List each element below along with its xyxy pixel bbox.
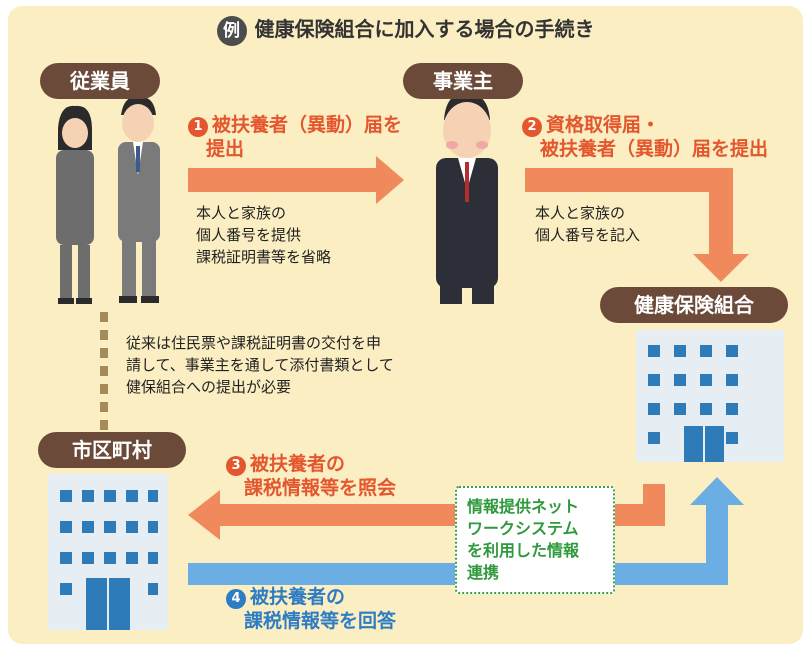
diagram-title: 例健康保険組合に加入する場合の手続き [0, 13, 811, 46]
arrow-step2 [525, 168, 749, 282]
step3-line2: 課税情報等を照会 [244, 477, 397, 499]
step1-number: 1 [188, 117, 208, 137]
legacy-note-line: 請して、事業主を通して添付書類として [126, 356, 394, 374]
arrow-step1 [188, 156, 404, 204]
employer-illustration [436, 93, 498, 304]
network-box-line: 情報提供ネット [467, 497, 580, 516]
step3-number: 3 [226, 456, 246, 476]
legacy-note: 従来は住民票や課税証明書の交付を申 請して、事業主を通して添付書類として 健保組… [126, 332, 466, 398]
insurer-label: 健康保険組合 [600, 287, 788, 323]
employee-note-line: 課税証明書等を省略 [196, 248, 332, 266]
employer-note-line: 個人番号を記入 [535, 226, 641, 244]
employer-label: 事業主 [403, 63, 523, 99]
employee-man-illustration [118, 96, 160, 303]
municipality-label: 市区町村 [38, 432, 186, 468]
step1-line2: 提出 [206, 138, 245, 160]
employee-woman-illustration [56, 105, 94, 304]
step4-number: 4 [226, 589, 246, 609]
legacy-note-line: 従来は住民票や課税証明書の交付を申 [126, 334, 382, 352]
employee-note-line: 本人と家族の [196, 204, 287, 222]
step2-line2: 被扶養者（異動）届を提出 [540, 138, 769, 160]
network-box-line: を利用した情報 [467, 541, 580, 560]
employer-note-line: 本人と家族の [535, 204, 626, 222]
insurer-building-icon [636, 330, 784, 462]
step3-line1: 被扶養者の [250, 453, 346, 475]
network-system-box: 情報提供ネット ワークシステム を利用した情報 連携 [455, 486, 615, 594]
title-text: 健康保険組合に加入する場合の手続き [254, 17, 595, 41]
network-box-line: 連携 [467, 563, 500, 582]
step4-line1: 被扶養者の [250, 586, 346, 608]
legacy-note-line: 健保組合への提出が必要 [126, 378, 292, 396]
step2-line1: 資格取得届・ [546, 114, 661, 136]
step2-number: 2 [522, 117, 542, 137]
network-box-line: ワークシステム [467, 519, 579, 538]
employee-note: 本人と家族の 個人番号を提供 課税証明書等を省略 [196, 202, 396, 268]
example-badge: 例 [216, 15, 247, 46]
employee-label: 従業員 [40, 63, 160, 99]
step1-line1: 被扶養者（異動）届を [212, 114, 403, 136]
employer-note: 本人と家族の 個人番号を記入 [535, 202, 705, 246]
employee-note-line: 個人番号を提供 [196, 226, 302, 244]
municipality-building-icon [48, 474, 168, 630]
step4-line2: 課税情報等を回答 [244, 610, 397, 632]
dotted-connector [100, 312, 108, 430]
